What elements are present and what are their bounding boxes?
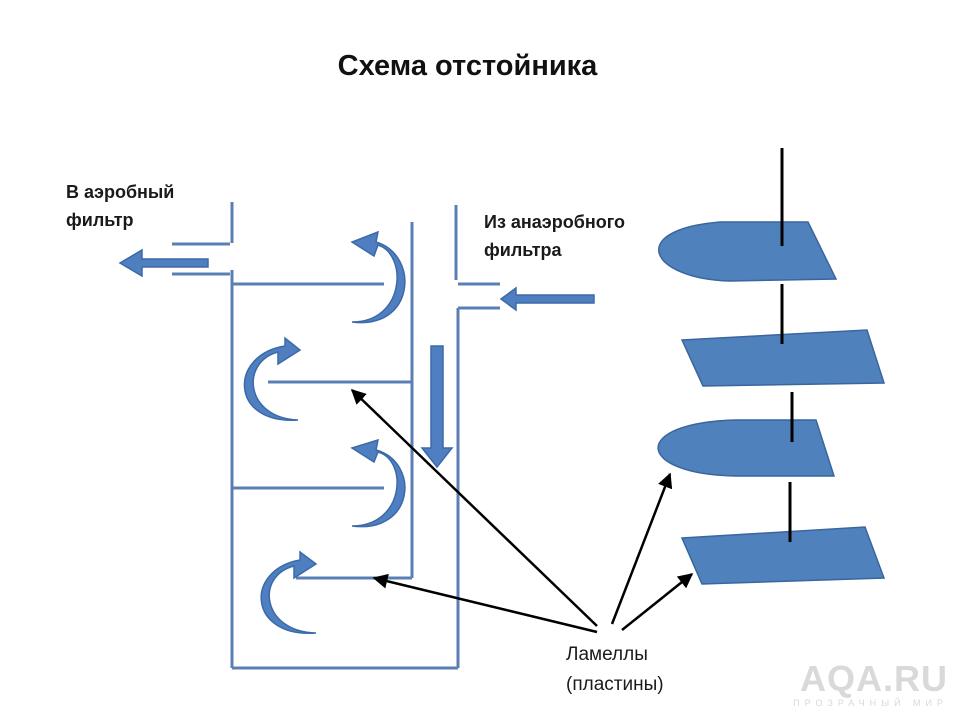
diagram-title: Схема отстойника xyxy=(337,50,598,82)
lamella-pointers xyxy=(350,388,694,634)
lamella-label-line-1: Ламеллы xyxy=(566,644,648,665)
curved-arrow-2 xyxy=(243,336,302,421)
watermark-tagline: ПРОЗРАЧНЫЙ МИР xyxy=(793,698,948,708)
lamella-plate-1 xyxy=(658,221,838,282)
lamella-plate-4 xyxy=(680,526,886,585)
watermark-brand: AQA.RU xyxy=(800,658,948,699)
lamella-plate-3 xyxy=(657,419,836,477)
tank-structure xyxy=(172,202,500,670)
outlet-arrow xyxy=(118,248,209,278)
inlet-label-line-2: фильтра xyxy=(484,240,562,260)
outlet-label: В аэробный фильтр xyxy=(66,178,174,234)
lamella-label-line-2: (пластины) xyxy=(566,674,664,695)
outlet-label-line-2: фильтр xyxy=(66,210,134,230)
curved-arrow-4 xyxy=(260,550,318,634)
outlet-label-line-1: В аэробный xyxy=(66,182,175,202)
lamella-stack xyxy=(657,148,886,585)
inlet-label-line-1: Из анаэробного xyxy=(484,212,625,232)
lamella-plate-2 xyxy=(680,329,886,387)
inlet-arrow xyxy=(499,286,595,312)
curved-arrow-1 xyxy=(350,230,406,324)
inlet-label: Из анаэробного фильтра xyxy=(484,208,625,264)
watermark: AQA.RU ПРОЗРАЧНЫЙ МИР xyxy=(793,658,948,709)
lamella-label: Ламеллы (пластины) xyxy=(566,640,664,700)
curved-arrow-3 xyxy=(350,438,406,528)
down-arrow xyxy=(420,345,454,469)
